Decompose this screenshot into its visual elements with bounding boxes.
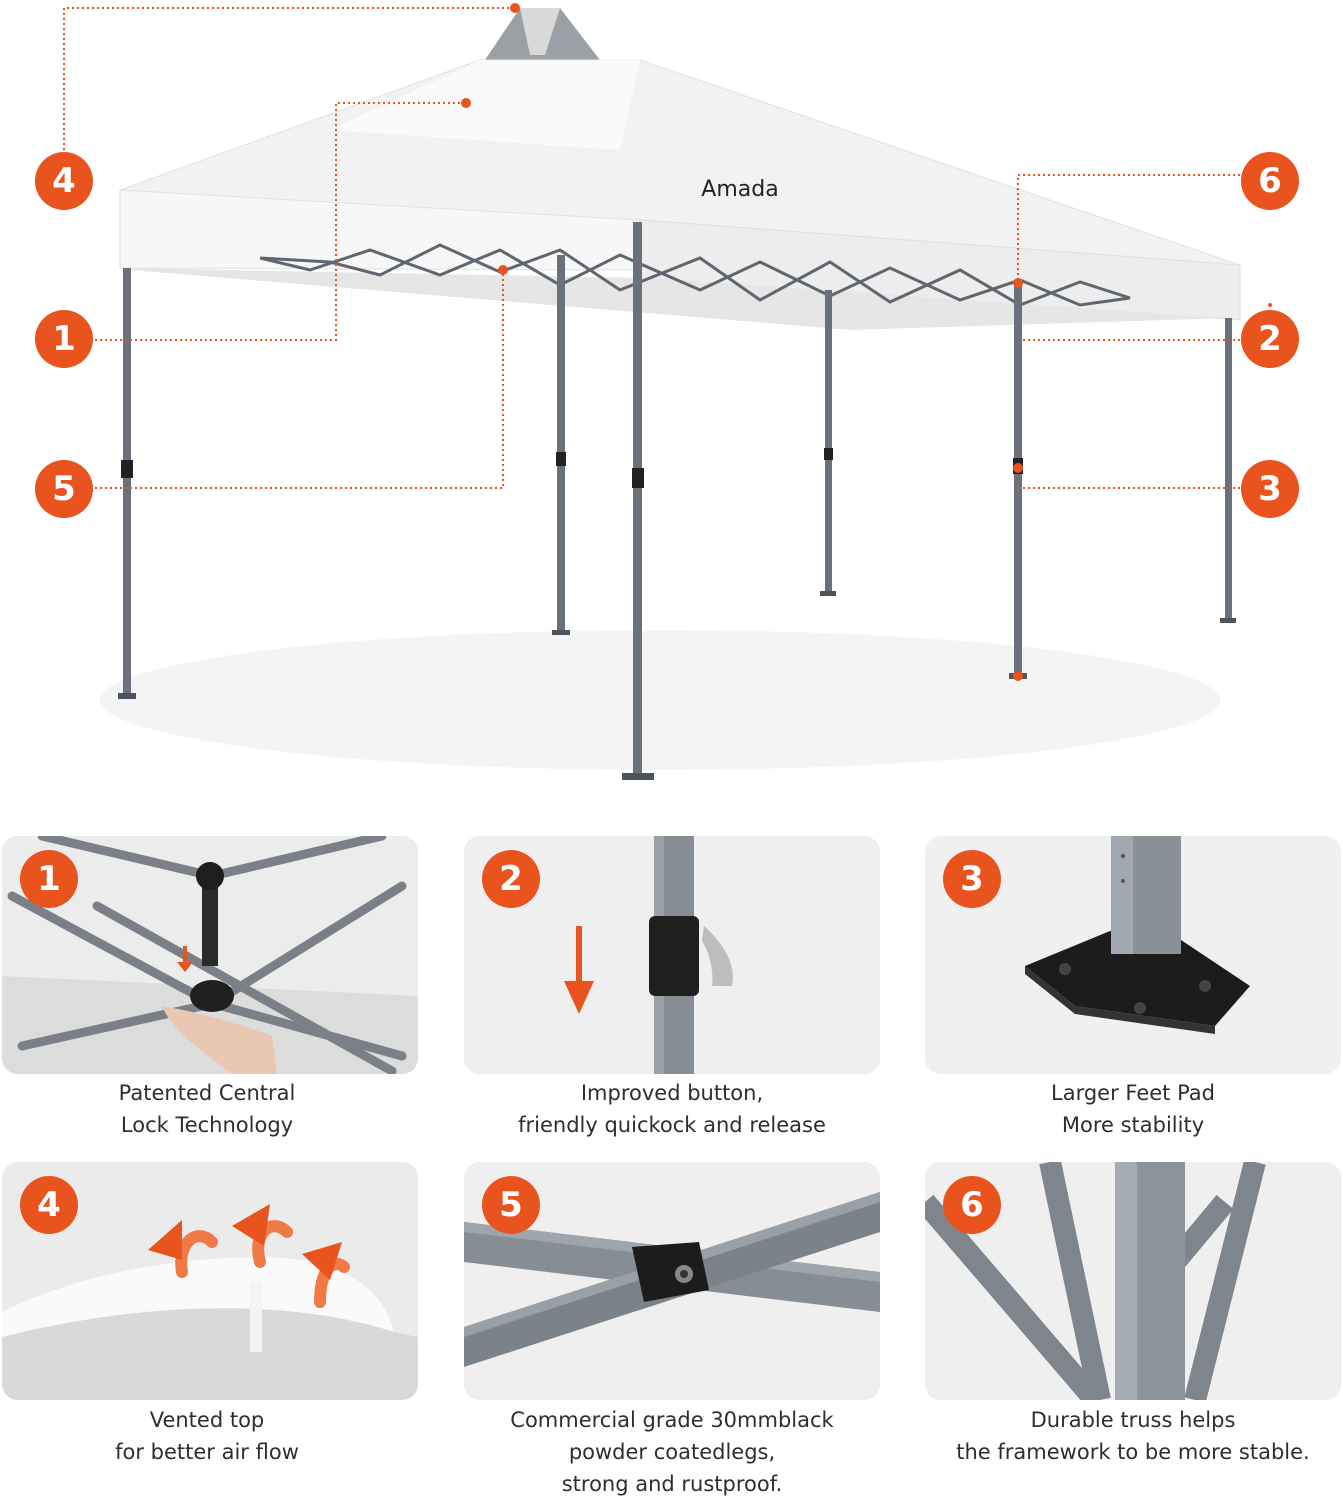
- callout-dots: [461, 3, 1272, 681]
- vented-top-illustration: [2, 1162, 418, 1400]
- callout-badge-2: 2: [1241, 310, 1299, 368]
- feature-panel-button: 2: [464, 836, 880, 1074]
- feature-caption-5: Commercial grade 30mmblack powder coated…: [510, 1408, 834, 1496]
- truss-frame: [259, 243, 1131, 307]
- feature-caption-1: Patented Central Lock Technology: [118, 1081, 296, 1137]
- feature-panel-vented-top: 4: [2, 1162, 418, 1400]
- callout-badge-6: 6: [1241, 152, 1299, 210]
- callout-badge-4: 4: [35, 152, 93, 210]
- feature-caption-3: Larger Feet Pad More stability: [1051, 1081, 1215, 1137]
- feature-caption-2: Improved button, friendly quickock and r…: [518, 1081, 826, 1137]
- feature-caption-4: Vented top for better air flow: [115, 1408, 299, 1464]
- feature-panel-truss: 6: [925, 1162, 1341, 1400]
- feature-panel-legs: 5: [464, 1162, 880, 1400]
- feature-badge-3: 3: [943, 850, 1001, 908]
- hero-canopy-illustration: Amada 4 1 5 6 2 3: [35, 3, 1299, 780]
- callout-badge-1: 1: [35, 310, 93, 368]
- feature-panel-central-lock: 1: [2, 836, 418, 1074]
- callout-badge-3: 3: [1241, 460, 1299, 518]
- feature-badge-4: 4: [20, 1176, 78, 1234]
- canopy-drawing: Amada: [63, 3, 1272, 780]
- svg-text:Amada: Amada: [701, 177, 778, 202]
- feature-badge-6: 6: [943, 1176, 1001, 1234]
- feature-panel-feet-pad: 3: [925, 836, 1341, 1074]
- feature-badge-1: 1: [20, 850, 78, 908]
- feature-badge-2: 2: [482, 850, 540, 908]
- feature-badge-5: 5: [482, 1176, 540, 1234]
- feature-caption-6: Durable truss helps the framework to be …: [956, 1408, 1310, 1464]
- callout-badge-5: 5: [35, 460, 93, 518]
- callout-leaders: [63, 7, 1240, 489]
- central-lock-illustration: [2, 836, 418, 1074]
- legs: [123, 222, 1232, 777]
